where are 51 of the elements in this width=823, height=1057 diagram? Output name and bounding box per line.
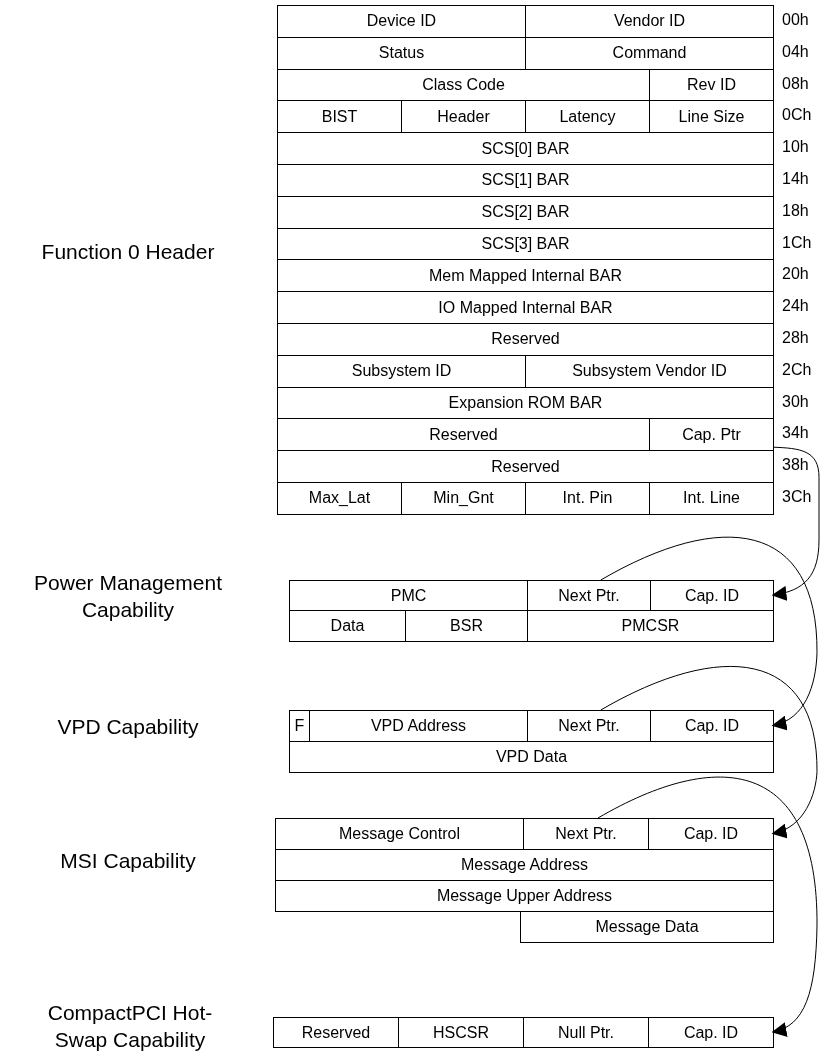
offset-label: 3Ch	[782, 487, 812, 506]
offset-label: 1Ch	[782, 233, 812, 252]
offset-label: 24h	[782, 297, 809, 316]
pointer-arrow	[597, 777, 818, 1036]
register-field: Message Data	[520, 911, 774, 943]
offset-label: 14h	[782, 169, 809, 188]
pointer-arrow	[600, 665, 818, 838]
register-field: PMCSR	[527, 610, 774, 642]
offset-label: 30h	[782, 392, 809, 411]
register-field: Cap. ID	[648, 818, 774, 850]
register-field: PMC	[289, 580, 528, 611]
register-field: Max_Lat	[277, 482, 402, 515]
offset-label: 34h	[782, 424, 809, 443]
offset-label: 08h	[782, 74, 809, 93]
register-field: Device ID	[277, 5, 526, 38]
offset-label: 38h	[782, 456, 809, 475]
section-heading: Power Management Capability	[33, 570, 223, 623]
register-field: Cap. ID	[650, 580, 774, 611]
register-field: Vendor ID	[525, 5, 774, 38]
register-field: Reserved	[277, 323, 774, 356]
offset-label: 04h	[782, 42, 809, 61]
section-heading: Function 0 Header	[40, 238, 216, 265]
register-field: Message Address	[275, 849, 774, 881]
offset-label: 10h	[782, 138, 809, 157]
register-field: SCS[1] BAR	[277, 164, 774, 197]
register-field: VPD Data	[289, 741, 774, 773]
register-field: SCS[0] BAR	[277, 132, 774, 165]
offset-label: 0Ch	[782, 106, 812, 125]
register-field: Mem Mapped Internal BAR	[277, 259, 774, 293]
register-field: Reserved	[273, 1017, 399, 1048]
offset-label: 28h	[782, 328, 809, 347]
offset-label: 00h	[782, 10, 809, 29]
register-field: Cap. ID	[648, 1017, 774, 1048]
register-field: Message Control	[275, 818, 524, 850]
offset-label: 20h	[782, 265, 809, 284]
section-heading: CompactPCI Hot-Swap Capability	[46, 1000, 214, 1053]
register-field: F	[289, 710, 310, 742]
register-field: HSCSR	[398, 1017, 524, 1048]
register-field: SCS[2] BAR	[277, 195, 774, 229]
register-field: Int. Line	[649, 482, 774, 515]
offset-label: 2Ch	[782, 360, 812, 379]
register-field: Cap. ID	[650, 710, 774, 742]
register-field: Message Upper Address	[275, 880, 774, 912]
section-heading: VPD Capability	[56, 713, 200, 740]
register-field: Data	[289, 610, 406, 642]
offset-label: 18h	[782, 201, 809, 220]
section-heading: MSI Capability	[59, 847, 197, 874]
pointer-arrow	[600, 536, 818, 730]
register-field: IO Mapped Internal BAR	[277, 291, 774, 324]
register-field: Null Ptr.	[523, 1017, 649, 1048]
register-field: Reserved	[277, 450, 774, 483]
